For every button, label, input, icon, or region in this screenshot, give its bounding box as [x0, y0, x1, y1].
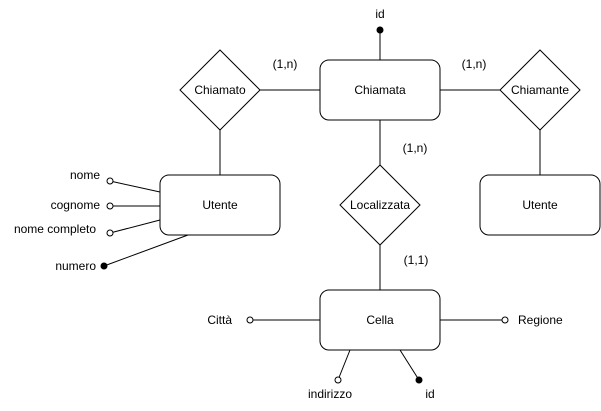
- edge-nome-completo: [109, 219, 161, 234]
- attribute-chiamata-id: id: [375, 7, 384, 21]
- attribute-marker-cognome: [106, 202, 114, 210]
- cardinality-chiamata-localizzata: (1,n): [403, 141, 428, 155]
- entity-cella-label: Cella: [366, 313, 394, 327]
- edge-numero: [103, 234, 189, 267]
- relationship-localizzata[interactable]: Localizzata: [339, 164, 421, 246]
- relationship-chiamato-label: Chiamato: [194, 83, 246, 97]
- attribute-cognome: cognome: [51, 198, 101, 212]
- entity-chiamata-label: Chiamata: [354, 83, 406, 97]
- entity-cella[interactable]: Cella: [319, 289, 441, 351]
- entity-utente-left-label: Utente: [202, 198, 238, 212]
- edge-nome: [109, 180, 161, 193]
- attribute-marker-nome-completo: [106, 229, 114, 237]
- attribute-nome-completo: nome completo: [14, 222, 96, 236]
- attribute-indirizzo: indirizzo: [308, 387, 352, 401]
- attribute-marker-cella-id: [415, 376, 423, 384]
- attribute-citta: Città: [207, 313, 232, 327]
- cardinality-chiamata-chiamato: (1,n): [273, 57, 298, 71]
- attribute-regione: Regione: [518, 313, 563, 327]
- relationship-chiamato[interactable]: Chiamato: [179, 49, 261, 131]
- attribute-marker-regione: [501, 316, 509, 324]
- attribute-marker-indirizzo: [334, 376, 342, 384]
- relationship-localizzata-label: Localizzata: [350, 198, 410, 212]
- attribute-marker-chiamata-id: [376, 26, 384, 34]
- entity-utente-left[interactable]: Utente: [159, 174, 281, 236]
- attribute-marker-citta: [246, 316, 254, 324]
- entity-utente-right[interactable]: Utente: [479, 174, 601, 236]
- relationship-chiamante[interactable]: Chiamante: [499, 49, 581, 131]
- edge-cella-id: [399, 349, 420, 381]
- relationship-chiamante-label: Chiamante: [511, 83, 569, 97]
- edge-indirizzo: [337, 349, 351, 381]
- cardinality-chiamata-chiamante: (1,n): [462, 57, 487, 71]
- attribute-nome: nome: [70, 168, 100, 182]
- entity-utente-right-label: Utente: [522, 198, 558, 212]
- edges: [103, 30, 541, 381]
- attribute-numero: numero: [55, 259, 96, 273]
- attribute-marker-nome: [106, 177, 114, 185]
- attribute-cella-id: id: [425, 387, 434, 401]
- entity-chiamata[interactable]: Chiamata: [319, 59, 441, 121]
- cardinality-cella-localizzata: (1,1): [404, 253, 429, 267]
- attribute-marker-numero: [100, 262, 108, 270]
